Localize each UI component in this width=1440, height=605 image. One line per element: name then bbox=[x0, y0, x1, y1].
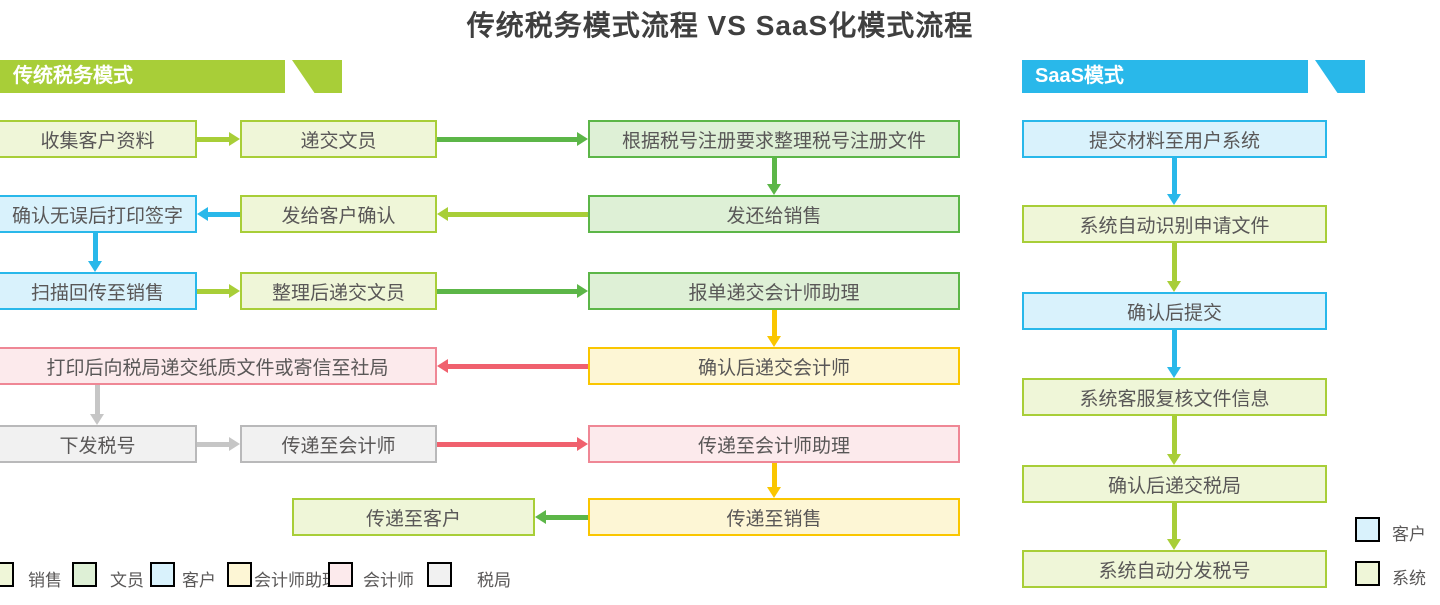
flow-arrow-left-icon bbox=[197, 207, 240, 221]
flow-arrow-down-icon bbox=[1167, 243, 1181, 292]
traditional-section-banner: 传统税务模式 bbox=[0, 60, 285, 93]
flow-node-t1: 收集客户资料 bbox=[0, 120, 197, 158]
flow-node-t13: 传递至会计师 bbox=[240, 425, 437, 463]
flow-node-t5: 发给客户确认 bbox=[240, 195, 437, 233]
flow-arrow-down-icon bbox=[1167, 330, 1181, 378]
legend-swatch-saas-customer bbox=[1355, 517, 1380, 542]
flow-node-t9: 报单递交会计师助理 bbox=[588, 272, 960, 310]
legend-label-sales: 销售 bbox=[28, 571, 62, 590]
flow-arrow-down-icon bbox=[90, 385, 104, 425]
flow-node-t11: 确认后递交会计师 bbox=[588, 347, 960, 385]
flow-node-t7: 扫描回传至销售 bbox=[0, 272, 197, 310]
flow-node-s5: 确认后递交税局 bbox=[1022, 465, 1327, 503]
legend-swatch-bureau bbox=[427, 562, 452, 587]
legend-swatch-accountant bbox=[328, 562, 353, 587]
legend-label-saas-system: 系统 bbox=[1392, 569, 1426, 588]
legend-swatch-assistant bbox=[227, 562, 252, 587]
flow-arrow-down-icon bbox=[88, 233, 102, 272]
flow-arrow-left-icon bbox=[437, 359, 588, 373]
legend-swatch-customer bbox=[150, 562, 175, 587]
flow-arrow-down-icon bbox=[767, 463, 781, 498]
flow-arrow-left-icon bbox=[535, 510, 588, 524]
flow-node-s6: 系统自动分发税号 bbox=[1022, 550, 1327, 588]
flow-node-t14: 传递至会计师助理 bbox=[588, 425, 960, 463]
legend-label-saas-customer: 客户 bbox=[1392, 525, 1426, 544]
saas-section-banner: SaaS模式 bbox=[1022, 60, 1308, 93]
flow-arrow-right-icon bbox=[197, 437, 240, 451]
legend-label-clerk: 文员 bbox=[110, 571, 144, 590]
legend-label-bureau: 税局 bbox=[477, 571, 511, 590]
flow-node-t16: 传递至销售 bbox=[588, 498, 960, 536]
flow-node-t3: 根据税号注册要求整理税号注册文件 bbox=[588, 120, 960, 158]
flow-node-s4: 系统客服复核文件信息 bbox=[1022, 378, 1327, 416]
flow-node-t8: 整理后递交文员 bbox=[240, 272, 437, 310]
flow-arrow-right-icon bbox=[437, 284, 588, 298]
flow-node-s2: 系统自动识别申请文件 bbox=[1022, 205, 1327, 243]
traditional-banner-flag-icon bbox=[292, 60, 342, 93]
flow-node-t4: 确认无误后打印签字 bbox=[0, 195, 197, 233]
flow-arrow-down-icon bbox=[767, 310, 781, 347]
flow-node-t15: 传递至客户 bbox=[292, 498, 535, 536]
flow-arrow-right-icon bbox=[197, 132, 240, 146]
legend-swatch-sales bbox=[0, 562, 14, 587]
page-title: 传统税务模式流程 VS SaaS化模式流程 bbox=[466, 10, 974, 41]
flow-node-t2: 递交文员 bbox=[240, 120, 437, 158]
flow-node-s3: 确认后提交 bbox=[1022, 292, 1327, 330]
flow-arrow-right-icon bbox=[437, 132, 588, 146]
legend-label-assistant: 会计师助理 bbox=[254, 571, 339, 590]
flow-arrow-down-icon bbox=[1167, 158, 1181, 205]
flow-node-s1: 提交材料至用户系统 bbox=[1022, 120, 1327, 158]
flow-node-t10: 打印后向税局递交纸质文件或寄信至社局 bbox=[0, 347, 437, 385]
flow-node-t12: 下发税号 bbox=[0, 425, 197, 463]
flow-arrow-down-icon bbox=[1167, 503, 1181, 550]
flow-arrow-left-icon bbox=[437, 207, 588, 221]
legend-label-customer: 客户 bbox=[182, 571, 216, 590]
legend-swatch-saas-system bbox=[1355, 561, 1380, 586]
flow-arrow-right-icon bbox=[197, 284, 240, 298]
legend-label-accountant: 会计师 bbox=[363, 571, 414, 590]
flow-node-t6: 发还给销售 bbox=[588, 195, 960, 233]
saas-banner-flag-icon bbox=[1315, 60, 1365, 93]
flow-arrow-down-icon bbox=[767, 158, 781, 195]
flow-arrow-right-icon bbox=[437, 437, 588, 451]
flow-arrow-down-icon bbox=[1167, 416, 1181, 465]
legend-swatch-clerk bbox=[72, 562, 97, 587]
